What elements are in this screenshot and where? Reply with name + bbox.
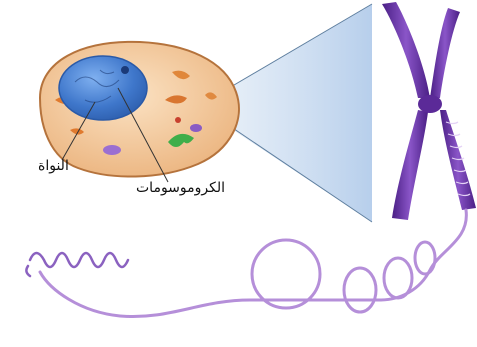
dna-loop-2 [384,258,412,298]
chromosome-arm-upper-left [382,2,430,98]
chromosome-arm-upper-right [430,8,460,98]
nucleolus [121,66,129,74]
nucleus [59,56,147,120]
organelle-red [175,117,181,123]
dna-loop-3 [344,268,376,312]
organelle-purple-2 [190,124,202,132]
centromere [418,95,442,113]
chromosome [382,2,476,220]
dna-strand [26,210,466,317]
label-chromosomes: الكروموسومات [136,180,225,196]
organelle-purple-1 [103,145,121,155]
label-nucleus: النواة [38,158,69,174]
dna-loop-large [252,240,320,308]
chromosome-arm-lower-left [392,110,428,220]
dna-loop-1 [415,242,435,274]
